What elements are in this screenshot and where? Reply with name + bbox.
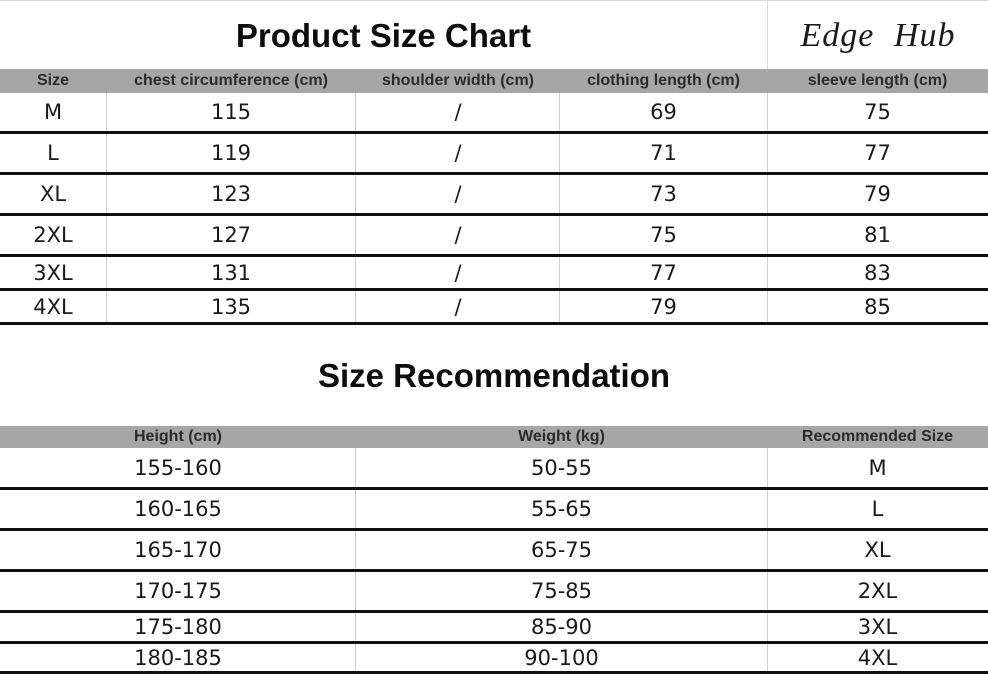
- table-row: 4XL 135 / 79 85: [0, 291, 988, 325]
- size-chart-header: Size chest circumference (cm) shoulder w…: [0, 69, 988, 93]
- cell-length: 69: [650, 100, 677, 124]
- table-row: M 115 / 69 75: [0, 93, 988, 134]
- cell-weight: 55-65: [530, 497, 593, 521]
- cell-length: 73: [650, 182, 677, 206]
- title-band: Product Size Chart Edge Hub: [0, 0, 988, 70]
- cell-height: 155-160: [134, 455, 222, 480]
- cell-length: 71: [650, 141, 677, 165]
- table-row: 2XL 127 / 75 81: [0, 216, 988, 257]
- cell-size: 2XL: [33, 223, 73, 247]
- table-row: 155-160 50-55 M: [0, 448, 988, 490]
- cell-size: 3XL: [33, 260, 73, 285]
- table-row: XL 123 / 73 79: [0, 175, 988, 216]
- header-height: Height (cm): [134, 428, 222, 445]
- cell-shoulder: /: [454, 182, 462, 206]
- header-chest: chest circumference (cm): [134, 72, 328, 89]
- cell-recommended-size: 4XL: [857, 645, 898, 670]
- header-size: Size: [36, 72, 69, 89]
- cell-sleeve: 79: [864, 182, 891, 206]
- header-length: clothing length (cm): [587, 72, 740, 89]
- cell-sleeve: 77: [864, 141, 891, 165]
- brand-name: Edge Hub: [767, 1, 988, 70]
- cell-chest: 119: [210, 141, 252, 165]
- cell-size: XL: [39, 182, 67, 206]
- cell-length: 75: [650, 223, 677, 247]
- cell-recommended-size: M: [868, 455, 887, 480]
- cell-weight: 90-100: [524, 645, 599, 670]
- table-row: 3XL 131 / 77 83: [0, 257, 988, 291]
- cell-recommended-size: XL: [864, 538, 891, 562]
- cell-chest: 123: [210, 182, 252, 206]
- cell-shoulder: /: [454, 141, 462, 165]
- cell-height: 170-175: [134, 579, 222, 603]
- table-row: 170-175 75-85 2XL: [0, 572, 988, 613]
- recommendation-title: Size Recommendation: [317, 357, 671, 394]
- size-chart-title: Product Size Chart: [235, 16, 532, 54]
- cell-size: 4XL: [33, 294, 73, 319]
- table-row: 175-180 85-90 3XL: [0, 613, 988, 644]
- cell-shoulder: /: [454, 294, 462, 319]
- cell-recommended-size: 3XL: [857, 615, 898, 639]
- cell-recommended-size: 2XL: [857, 579, 898, 603]
- header-sleeve: sleeve length (cm): [807, 72, 948, 89]
- cell-chest: 135: [210, 294, 252, 319]
- cell-height: 165-170: [134, 538, 222, 562]
- cell-weight: 75-85: [530, 579, 593, 603]
- cell-shoulder: /: [454, 260, 462, 285]
- cell-weight: 65-75: [530, 538, 593, 562]
- cell-height: 160-165: [134, 497, 222, 521]
- table-row: L 119 / 71 77: [0, 134, 988, 175]
- cell-size: L: [47, 141, 59, 165]
- cell-weight: 85-90: [530, 615, 593, 639]
- cell-weight: 50-55: [530, 455, 593, 480]
- recommendation-header: Height (cm) Weight (kg) Recommended Size: [0, 426, 988, 448]
- cell-sleeve: 81: [864, 223, 891, 247]
- cell-chest: 131: [210, 260, 252, 285]
- cell-sleeve: 75: [864, 100, 891, 124]
- cell-length: 77: [650, 260, 677, 285]
- cell-shoulder: /: [454, 223, 462, 247]
- cell-shoulder: /: [454, 100, 462, 124]
- cell-height: 180-185: [134, 645, 222, 670]
- cell-length: 79: [650, 294, 677, 319]
- table-row: 160-165 55-65 L: [0, 490, 988, 531]
- table-row: 165-170 65-75 XL: [0, 531, 988, 572]
- cell-chest: 115: [210, 100, 252, 124]
- cell-height: 175-180: [134, 615, 222, 639]
- table-row: 180-185 90-100 4XL: [0, 644, 988, 674]
- cell-recommended-size: L: [871, 497, 884, 521]
- cell-sleeve: 83: [864, 260, 891, 285]
- header-recommended-size: Recommended Size: [801, 428, 954, 445]
- header-weight: Weight (kg): [518, 428, 605, 445]
- cell-sleeve: 85: [864, 294, 891, 319]
- cell-chest: 127: [210, 223, 252, 247]
- header-shoulder: shoulder width (cm): [382, 72, 534, 89]
- cell-size: M: [43, 100, 63, 124]
